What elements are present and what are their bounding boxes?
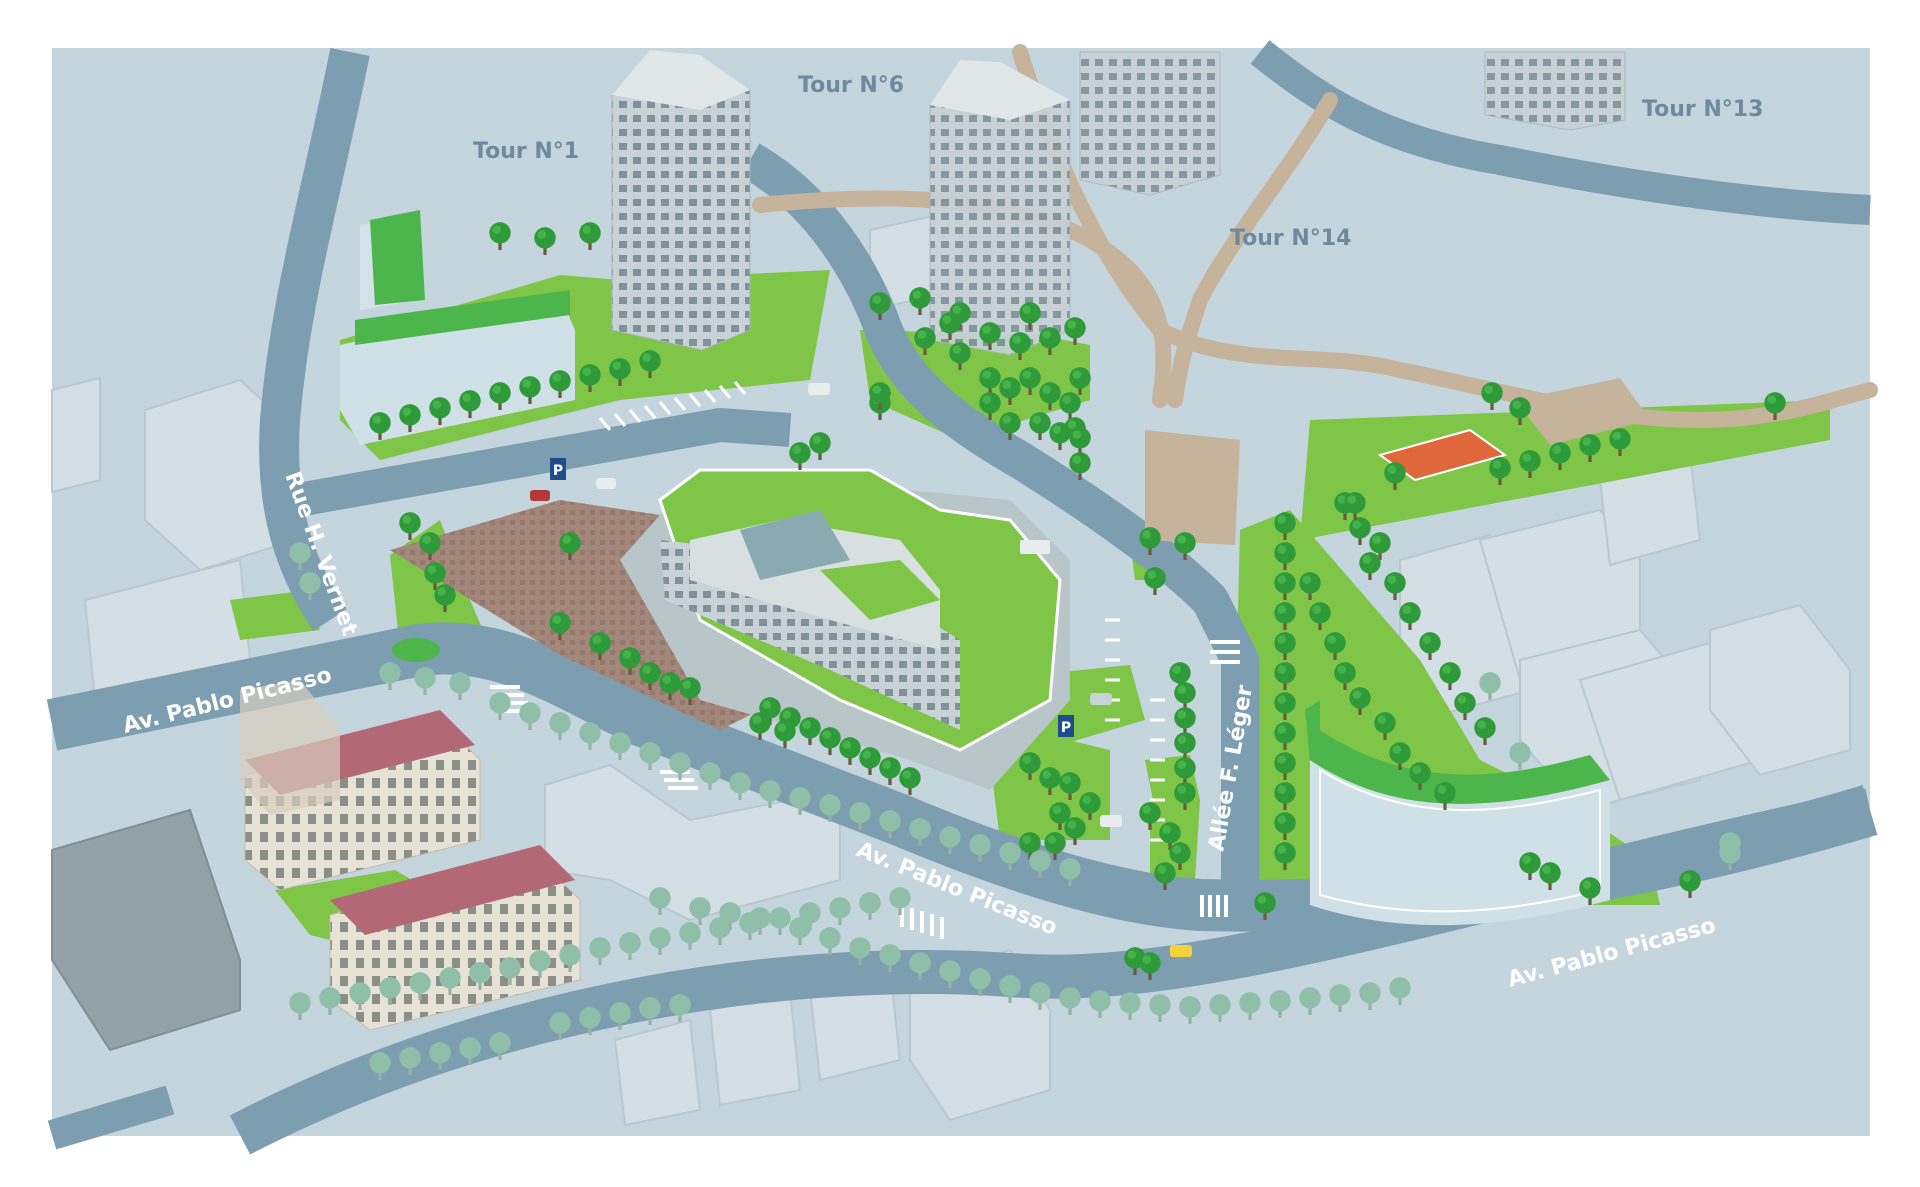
label-tour13: Tour N°13 — [1642, 97, 1763, 122]
label-tour6: Tour N°6 — [798, 73, 904, 98]
car-icon — [1170, 945, 1192, 957]
car-icon — [596, 478, 616, 489]
shopping-center — [620, 468, 1070, 790]
background-buildings — [51, 208, 1851, 1127]
dirt-paths — [752, 44, 1878, 429]
car-icon — [530, 490, 550, 501]
tower-building-14 — [1079, 51, 1221, 196]
tower-building-1 — [611, 50, 751, 351]
truck-icon — [1020, 540, 1050, 554]
vehicles — [530, 383, 1192, 957]
tour1-hotel — [340, 210, 575, 445]
warehouse-building — [51, 808, 241, 1052]
parking-sign-south: P — [1058, 715, 1074, 737]
dirt-lot — [1515, 378, 1650, 445]
car-icon — [808, 383, 830, 395]
parking-sign-south-text: P — [1061, 720, 1071, 736]
car-icon — [1090, 693, 1112, 705]
car-icon — [1100, 815, 1122, 827]
label-tour1: Tour N°1 — [473, 139, 579, 164]
parking-sign-north-text: P — [553, 463, 563, 479]
label-tour14: Tour N°14 — [1230, 226, 1351, 251]
curved-office-building — [1305, 700, 1610, 926]
faded-tall-building — [240, 680, 340, 815]
sports-field — [1145, 430, 1240, 545]
parking-sign-north: P — [550, 458, 566, 480]
tower-building-13 — [1484, 51, 1626, 131]
